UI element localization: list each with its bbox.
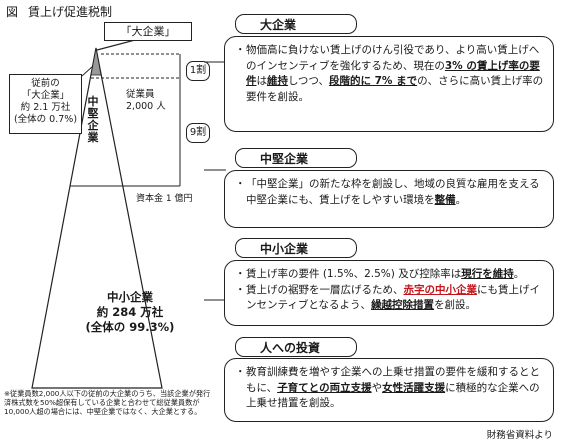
- employee-threshold-label: 従業員 2,000 人: [126, 89, 166, 113]
- ratio-badge-top: 1割: [186, 61, 210, 81]
- sme2-emphasis-carryover: 繰越控除措置: [371, 299, 435, 311]
- people-emphasis-childcare: 子育てとの両立支援: [277, 381, 372, 394]
- bullet-mark: ・: [235, 283, 246, 296]
- sme-label: 中小企業 約 284 万社 (全体の 99.3%): [60, 290, 200, 335]
- sme-label-line1: 中小企業: [107, 290, 153, 304]
- sme2-text-e: を創設。: [434, 299, 477, 311]
- sme-label-line2: 約 284 万社: [96, 305, 164, 319]
- large-company-callout: 「大企業」: [104, 22, 192, 41]
- mid-panel-header: 中堅企業: [235, 148, 357, 168]
- sme2-text-a: 賃上げの裾野を一層広げるため、: [246, 283, 404, 296]
- large-text-g: の、さらに高い賃上げ率の要件を創設。: [246, 75, 544, 103]
- midsize-company-label: 中堅企業: [87, 95, 99, 144]
- people-text-a: 教育訓練費を増やす企業への上乗せ措置の要件を緩和するとともに、: [246, 366, 540, 394]
- people-text-e: に積極的な企業への上乗せ措置を創設。: [246, 381, 540, 410]
- sme-bullet-2: ・ 賃上げの裾野を一層広げるため、赤字の中小企業にも賃上げインセンティブとなるよ…: [235, 283, 545, 314]
- bullet-mark: ・: [235, 366, 246, 378]
- large-panel-body: ・ 物価高に負けない賃上げのけん引役であり、より高い賃上げへのインセンティブを強…: [224, 36, 554, 132]
- panel-connectors: [204, 61, 226, 301]
- employee-label-line2: 2,000 人: [126, 101, 166, 112]
- sme-panel-body: ・ 賃上げ率の要件 (1.5%、2.5%) 及び控除率は現行を維持。 ・ 賃上げ…: [224, 260, 554, 326]
- sme-panel-header: 中小企業: [235, 238, 357, 258]
- bullet-mark: ・: [235, 44, 246, 56]
- mid-panel-body: ・ 「中堅企業」の新たな枠を創設し、地域の良質な雇用を支える中堅企業にも、賃上げ…: [224, 170, 554, 228]
- people-panel-header: 人への投資: [235, 337, 357, 357]
- mid-text-a: 「中堅企業」の新たな枠を創設し、地域の良質な雇用を支える中堅企業にも、賃上げをし…: [246, 178, 540, 206]
- large-emphasis-3pct: 3% の賃上げ率の要件: [246, 59, 540, 88]
- old-large-company-box: 従前の 「大企業」 約 2.1 万社 (全体の 0.7%): [9, 74, 82, 134]
- figure-title: 図賃上げ促進税制: [6, 3, 112, 20]
- large-panel-header: 大企業: [235, 14, 357, 34]
- source-credit: 財務省資料より: [486, 430, 553, 441]
- large-text-e: しつつ、: [288, 75, 329, 87]
- mid-bullet-1: ・ 「中堅企業」の新たな枠を創設し、地域の良質な雇用を支える中堅企業にも、賃上げ…: [235, 177, 545, 208]
- old-large-line3: 約 2.1 万社: [20, 102, 71, 113]
- old-large-line1: 従前の: [31, 78, 60, 89]
- callout-pointer: [96, 40, 136, 51]
- sme-text-c: 。: [513, 268, 525, 280]
- sme2-emphasis-deficit: 赤字の中小企業: [403, 283, 478, 296]
- figure-tag: 図: [6, 5, 19, 19]
- pyramid-outline: [31, 47, 163, 389]
- bullet-mark: ・: [235, 178, 246, 190]
- pyramid-tip-large: [90, 47, 102, 76]
- employee-label-line1: 従業員: [126, 89, 155, 100]
- company-pyramid-diagram: [31, 40, 181, 389]
- sme-text-a: 賃上げ率の要件 (1.5%、2.5%) 及び控除率は: [246, 268, 462, 280]
- large-emphasis-7pct: 段階的に 7% まで: [328, 75, 418, 87]
- sme-emphasis-current: 現行を維持: [461, 268, 514, 280]
- old-large-line2: 「大企業」: [21, 90, 70, 101]
- sme2-text-c: にも賃上げインセンティブとなるよう、: [246, 283, 540, 312]
- people-text-c: や: [371, 381, 383, 394]
- capital-threshold-label: 資本金 1 億円: [136, 194, 193, 204]
- large-emphasis-maintain: 維持: [267, 75, 288, 87]
- bullet-mark: ・: [235, 268, 246, 280]
- people-emphasis-women: 女性活躍支援: [382, 381, 446, 394]
- old-large-line4: (全体の 0.7%): [13, 114, 78, 125]
- ratio-badge-bottom: 9割: [186, 123, 210, 143]
- mid-emphasis-arrange: 整備: [434, 193, 456, 206]
- people-bullet-1: ・ 教育訓練費を増やす企業への上乗せ措置の要件を緩和するとともに、子育てとの両立…: [235, 365, 545, 412]
- footnote: ※従業員数2,000人以下の従前の大企業のうち、当該企業が発行済株式数を50%超…: [4, 389, 211, 416]
- large-text-c: は: [256, 75, 268, 87]
- large-bullet-1: ・ 物価高に負けない賃上げのけん引役であり、より高い賃上げへのインセンティブを強…: [235, 43, 545, 105]
- figure-title-text: 賃上げ促進税制: [28, 5, 113, 19]
- sme-label-line3: (全体の 99.3%): [85, 320, 175, 334]
- large-text-a: 物価高に負けない賃上げのけん引役であり、より高い賃上げへのインセンティブを強化す…: [246, 44, 540, 72]
- people-panel-body: ・ 教育訓練費を増やす企業への上乗せ措置の要件を緩和するとともに、子育てとの両立…: [224, 358, 554, 422]
- sme-bullet-1: ・ 賃上げ率の要件 (1.5%、2.5%) 及び控除率は現行を維持。: [235, 267, 545, 283]
- mid-text-c: 。: [455, 193, 467, 206]
- old-large-pointer: [81, 65, 94, 77]
